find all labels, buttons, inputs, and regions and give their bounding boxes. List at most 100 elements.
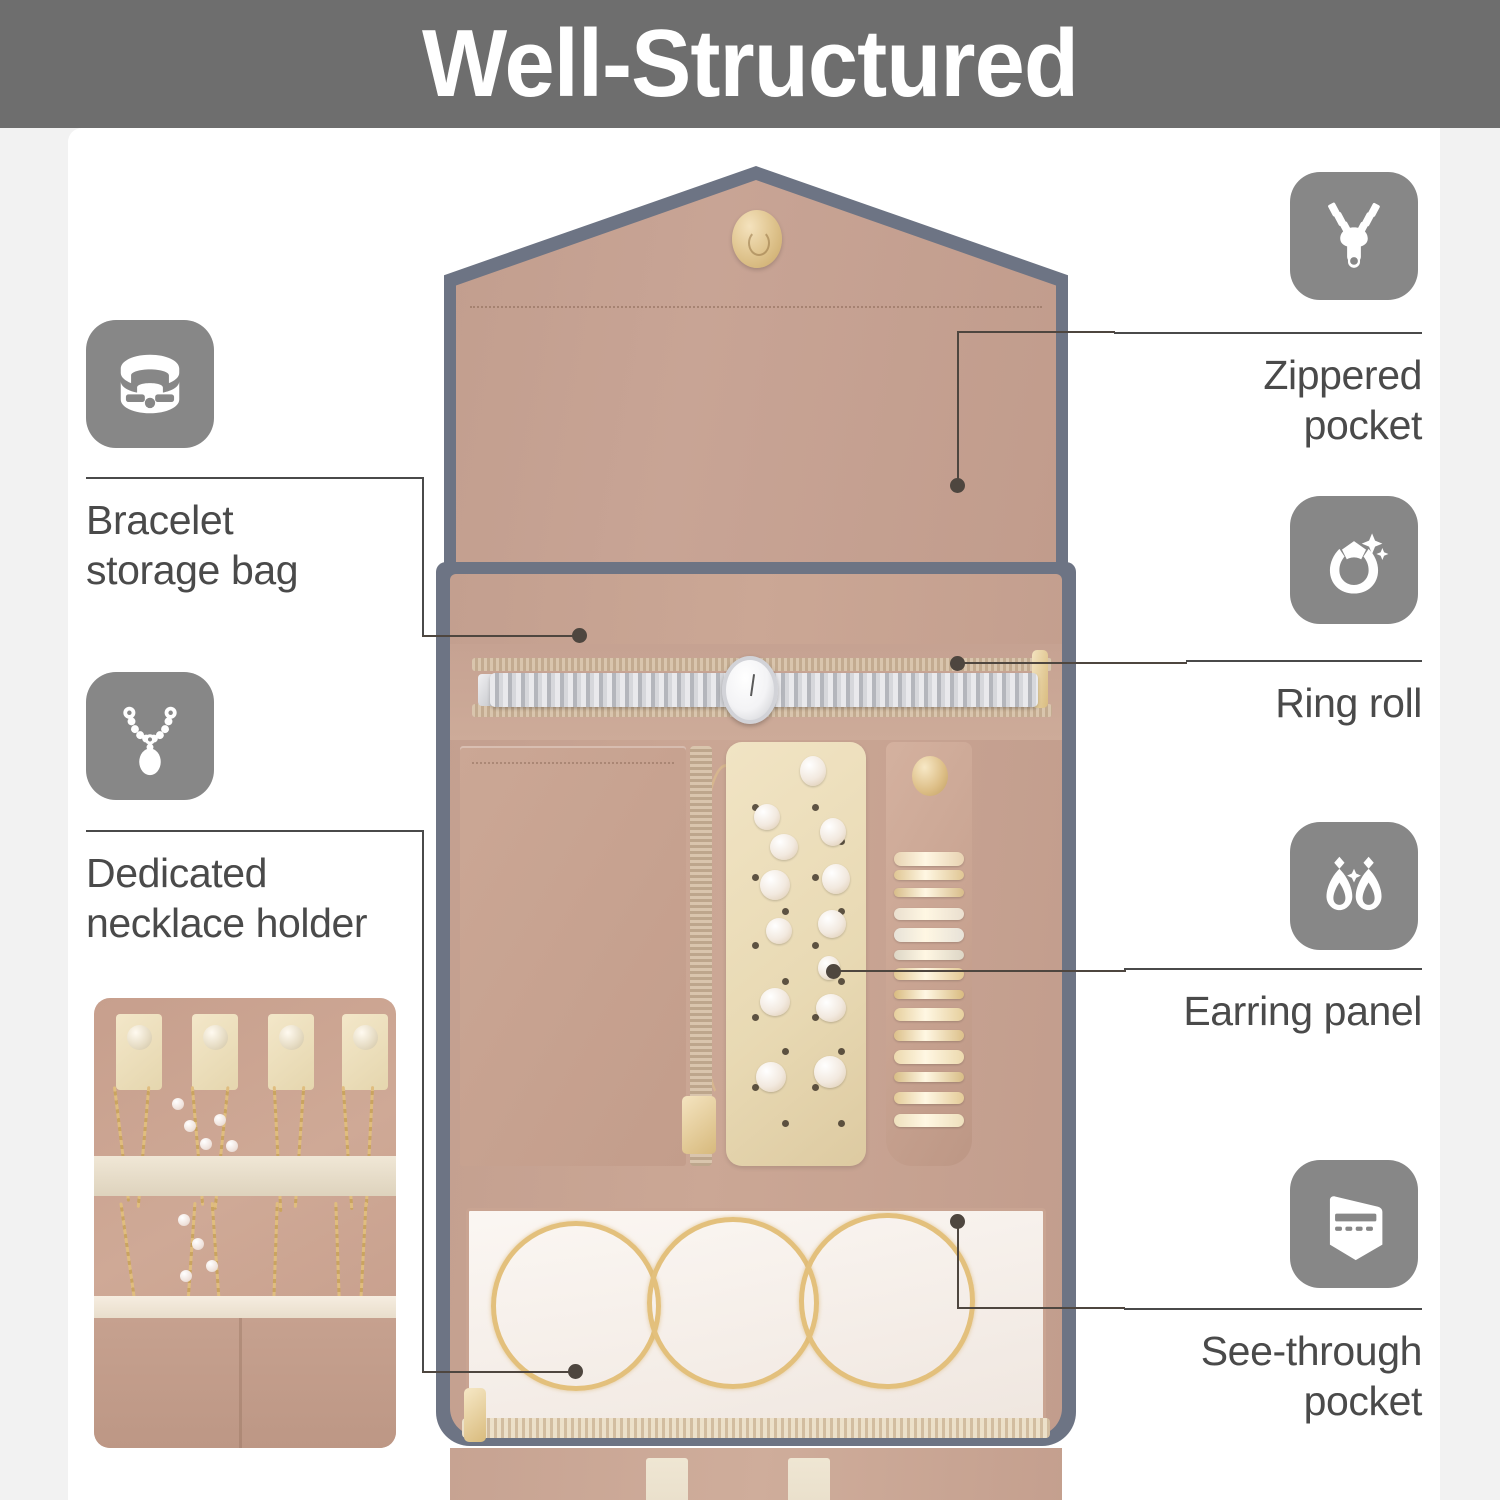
pearl-bead	[206, 1260, 218, 1272]
header-banner: Well-Structured	[0, 0, 1500, 128]
elastic-band	[94, 1296, 396, 1322]
pocket-icon	[1290, 1160, 1418, 1288]
earring-hole	[838, 908, 845, 915]
callout-line-zipper	[957, 331, 1115, 333]
earring	[800, 756, 826, 786]
callout-vertical-zipper	[957, 331, 959, 486]
callout-line-seethrough	[957, 1307, 1125, 1309]
feature-label-ring: Ring roll	[1275, 680, 1422, 726]
ring	[894, 928, 964, 942]
callout-dot-seethrough	[950, 1214, 965, 1229]
ring	[894, 1030, 964, 1041]
pearl-bead	[200, 1138, 212, 1150]
callout-dot-bracelet	[572, 628, 587, 643]
earring-hole	[838, 1120, 845, 1127]
label-rule	[1114, 332, 1422, 334]
label-rule	[1124, 1308, 1422, 1310]
elastic-band	[94, 1156, 396, 1196]
elastic-strap	[788, 1458, 830, 1500]
callout-vertical	[422, 830, 424, 1372]
pearl-bead	[214, 1114, 226, 1126]
gold-bangle	[647, 1217, 819, 1389]
pearl-bead	[180, 1270, 192, 1282]
ring-roll	[886, 742, 972, 1166]
earring-hole	[812, 1084, 819, 1091]
callout-vertical-seethrough	[957, 1222, 959, 1308]
bracelet-icon	[86, 320, 214, 448]
earring-hole	[752, 942, 759, 949]
earrings-icon	[1290, 822, 1418, 950]
feature-label-earring: Earring panel	[1183, 988, 1422, 1034]
bracelet-storage-bag	[460, 746, 686, 1166]
earring-hole	[782, 1048, 789, 1055]
zippered-pocket	[450, 644, 1062, 740]
earring-hole	[752, 1084, 759, 1091]
pearl-bead	[226, 1140, 238, 1152]
ring	[894, 1092, 964, 1104]
label-rule	[86, 830, 424, 832]
necklace-snap-tab	[268, 1014, 314, 1090]
product-photo	[436, 166, 1076, 1500]
earring	[818, 910, 846, 938]
earring	[822, 864, 850, 894]
earring-hole	[812, 942, 819, 949]
ring	[894, 1050, 964, 1064]
watch-face	[722, 656, 778, 724]
pearl-bead	[172, 1098, 184, 1110]
earring-panel	[726, 742, 866, 1166]
ring	[894, 1114, 964, 1127]
earring-hole	[838, 978, 845, 985]
bag-zipper	[690, 746, 712, 1166]
feature-label-zipper: Zippered pocket	[1263, 352, 1422, 449]
ring	[894, 990, 964, 999]
ring	[894, 950, 964, 960]
pearl-bead	[192, 1238, 204, 1250]
earring	[770, 834, 798, 860]
ring	[894, 852, 964, 866]
snap-button	[732, 210, 782, 268]
page-title: Well-Structured	[421, 10, 1079, 117]
earring-hole	[838, 1048, 845, 1055]
necklace-snap-tab	[116, 1014, 162, 1090]
ring	[894, 888, 964, 897]
see-through-pocket	[466, 1208, 1046, 1430]
bag-zipper-pull	[682, 1096, 716, 1154]
callout-dot-earring	[826, 964, 841, 979]
feature-label-necklace: Dedicated necklace holder	[86, 850, 368, 947]
ring	[894, 908, 964, 920]
earring	[760, 870, 790, 900]
earring-hole	[752, 874, 759, 881]
earring	[766, 918, 792, 944]
label-rule	[86, 477, 424, 479]
earring-hole	[752, 804, 759, 811]
ring-icon	[1290, 496, 1418, 624]
ring	[894, 1072, 964, 1082]
organizer-tray	[450, 740, 1062, 1176]
earring-hole	[782, 908, 789, 915]
callout-line-earring	[840, 970, 1126, 972]
earring-hole	[812, 874, 819, 881]
gold-bangle	[799, 1213, 975, 1389]
necklace-icon	[86, 672, 214, 800]
ring-roll-snap	[912, 756, 948, 796]
earring	[816, 994, 846, 1022]
necklace-snap-tab	[342, 1014, 388, 1090]
callout-dot-zipper	[950, 478, 965, 493]
inset-pocket	[94, 1318, 396, 1448]
earring-hole	[812, 1014, 819, 1021]
elastic-strap	[646, 1458, 688, 1500]
necklace-strap-zone	[450, 1448, 1062, 1500]
earring-hole	[812, 804, 819, 811]
earring	[760, 988, 790, 1016]
zipper-icon	[1290, 172, 1418, 300]
callout-line-necklace	[422, 1371, 580, 1373]
earring	[820, 818, 846, 846]
callout-line-ring	[957, 662, 1187, 664]
ring	[894, 870, 964, 880]
ring	[894, 1008, 964, 1021]
feature-label-seethrough: See-through pocket	[1200, 1328, 1423, 1425]
flap-stitching	[470, 306, 1042, 308]
feature-label-bracelet: Bracelet storage bag	[86, 497, 299, 594]
earring-hole	[752, 1014, 759, 1021]
